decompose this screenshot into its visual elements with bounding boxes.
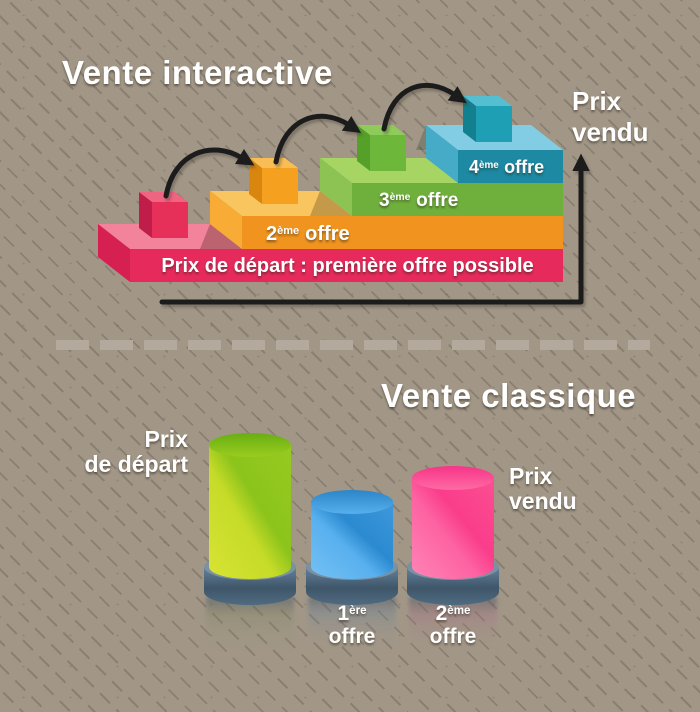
staircase [98,125,563,282]
start-price-line2: de départ [84,450,188,477]
hop-arrow-3 [381,83,467,132]
cube-4-top-face [463,96,512,106]
step-2-side-face [210,191,242,249]
bar-offer-1-label: 1ère offre [312,602,392,648]
bar-offer-2-number-line: 2ème [413,602,493,625]
cylinder-offer2-body [412,478,494,579]
cube-offer-3 [357,125,406,171]
cube-1-front-face [152,202,188,238]
section-divider-dashes [56,340,650,350]
cube-2-side-face [249,158,262,204]
step-4-side-face [426,125,458,183]
reflection-depart [206,597,294,659]
bar-offer-1-word: offre [328,625,376,649]
step-3-front-face [352,183,563,216]
step-2-cast-shadow [200,224,242,249]
cube-offer-4 [463,96,512,142]
offer-cubes [139,96,512,238]
bar-offer-1-ordinal-suffix: ère [349,604,367,617]
bottom-section-title: Vente classique [381,377,637,414]
bar-offer-2-number: 2 [435,602,448,625]
start-price-line1: Prix [144,426,188,452]
step-1-label: Prix de départ : première offre possible [161,255,534,277]
cylinder-offer2-top [412,466,494,490]
hop-arrow-1 [163,147,255,199]
step-3-cast-shadow [310,191,352,216]
price-axis-arrow [159,153,590,305]
reflection-offer-2 [409,597,497,655]
cube-2-top-face [249,158,298,168]
step-2-ordinal-suffix: ème [277,224,300,237]
step-4-number: 4 [469,157,480,177]
cube-offer-2 [249,158,298,204]
step-4-word: offre [504,157,545,177]
step-3-label: 3ème offre [379,191,458,210]
hop-arrow-2 [273,113,362,165]
price-sold-line1: Prix [572,86,622,116]
cylinder-depart-top [209,433,291,457]
step-4-front-face [458,150,563,183]
reflections [206,597,497,659]
step-3-word: offre [416,190,459,211]
cube-3-front-face [370,135,406,171]
bar-offer-1-number: 1 [337,602,350,625]
step-3-number: 3 [379,190,390,211]
bar-offer-2-ordinal-suffix: ème [447,604,471,617]
step-1-front-face [130,249,563,282]
step-4-label: 4ème offre [469,158,544,176]
price-sold-axis-label: Prix vendu [572,86,649,148]
sold-price-label: Prix vendu [509,464,577,514]
arrows-and-axis [159,83,590,305]
cylinder-offer1-body [311,502,393,579]
sold-price-line2: vendu [509,487,577,514]
step-1-side-face [98,224,130,282]
step-3-ordinal-suffix: ème [389,192,411,204]
step-3-side-face [320,158,352,216]
cube-4-side-face [463,96,476,142]
step-2-label: 2ème offre [266,224,350,244]
cube-offer-1 [139,192,188,238]
bar-offer-2-word: offre [429,625,477,649]
cube-3-top-face [357,125,406,135]
step-2-word: offre [305,223,350,245]
price-cylinders [209,433,494,579]
reflection-offer-1 [308,597,396,652]
cube-1-side-face [139,192,152,238]
cube-1-top-face [139,192,188,202]
step-2-front-face [242,216,563,249]
cylinder-depart-body [209,445,291,579]
cube-3-side-face [357,125,370,171]
cylinder-offer1-top [311,490,393,514]
step-2-number: 2 [266,223,278,245]
bar-offer-1-number-line: 1ère [312,602,392,625]
step-4-ordinal-suffix: ème [479,159,499,171]
cube-4-front-face [476,106,512,142]
start-price-label: Prix de départ [56,427,188,477]
bar-offer-2-label: 2ème offre [413,602,493,648]
top-section-title: Vente interactive [62,54,333,91]
cube-2-front-face [262,168,298,204]
price-sold-line2: vendu [572,117,649,148]
sold-price-line1: Prix [509,463,553,489]
